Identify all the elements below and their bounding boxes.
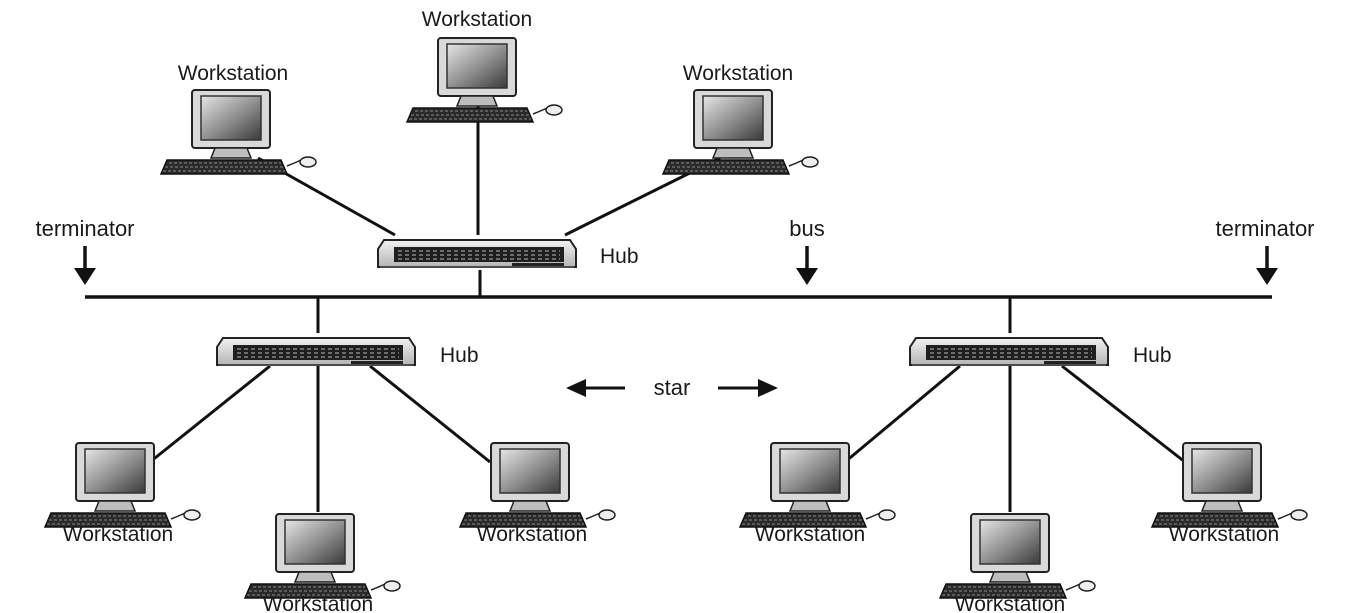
- terminator-left-label: terminator: [35, 216, 134, 241]
- workstation-left-a-icon: [44, 442, 201, 528]
- workstation-top-left-icon: [160, 89, 317, 175]
- workstation-left-b-label: Workstation: [263, 593, 374, 613]
- workstation-top-center-label: Workstation: [422, 8, 533, 31]
- workstation-top-left-label: Workstation: [178, 62, 289, 85]
- bus-arrow: [796, 246, 818, 285]
- workstation-left-b-icon: [244, 513, 401, 599]
- workstation-right-b-label: Workstation: [955, 593, 1066, 613]
- star-label: star: [654, 375, 691, 400]
- hub-top-icon: [377, 239, 577, 268]
- terminator-right-label: terminator: [1215, 216, 1314, 241]
- workstation-top-right-icon: [662, 89, 819, 175]
- workstation-right-a-icon: [739, 442, 896, 528]
- terminator-left-arrow: [74, 246, 96, 285]
- workstation-top-right-label: Workstation: [683, 62, 794, 85]
- terminator-right-arrow: [1256, 246, 1278, 285]
- workstation-left-c-label: Workstation: [477, 523, 588, 546]
- workstation-right-b-icon: [939, 513, 1096, 599]
- bus-label: bus: [789, 216, 824, 241]
- workstation-right-a-label: Workstation: [755, 523, 866, 546]
- hub-right-label: Hub: [1133, 344, 1172, 367]
- hub-left-icon: [216, 337, 416, 366]
- workstation-right-c-label: Workstation: [1169, 523, 1280, 546]
- hub-left-label: Hub: [440, 344, 479, 367]
- hub-right-icon: [909, 337, 1109, 366]
- hub-top-label: Hub: [600, 245, 639, 268]
- workstation-top-center-icon: [406, 37, 563, 123]
- star-double-arrow: [566, 379, 778, 397]
- workstation-left-a-label: Workstation: [63, 523, 174, 546]
